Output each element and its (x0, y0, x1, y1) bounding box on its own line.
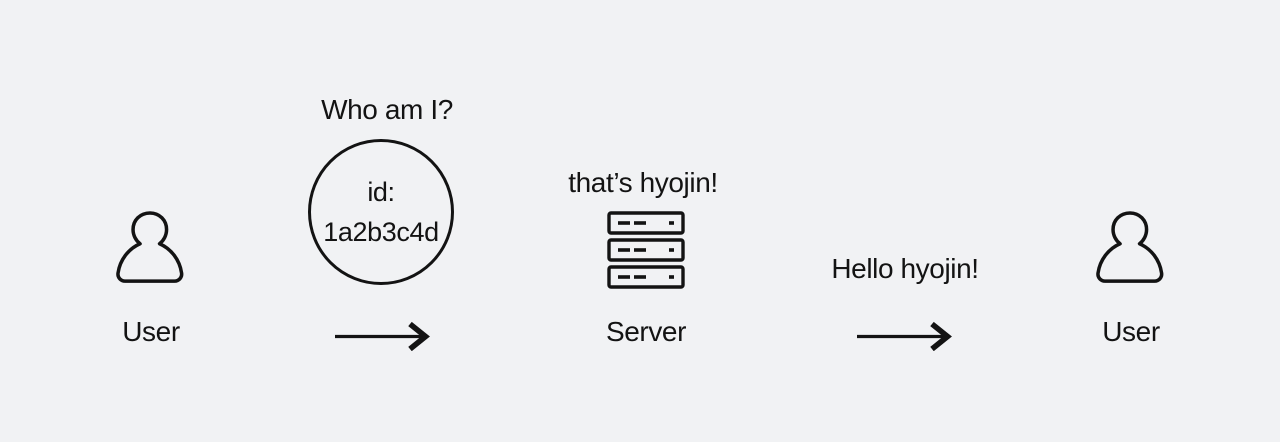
right-user-label: User (1102, 316, 1160, 347)
person-icon (112, 209, 188, 289)
request-caption: Who am I? (321, 94, 453, 125)
right-arrow-icon (334, 321, 432, 351)
server-rack-icon (607, 211, 685, 289)
server-label: Server (605, 316, 687, 347)
right-arrow-icon (856, 321, 954, 351)
server-speech: that’s hyojin! (568, 167, 718, 198)
response-caption: Hello hyojin! (831, 253, 979, 284)
session-id-value: 1a2b3c4d (323, 217, 439, 247)
person-icon (1092, 209, 1168, 289)
session-id-circle: id: 1a2b3c4d (308, 139, 454, 285)
session-id-prefix: id: (367, 177, 395, 207)
left-user-label: User (122, 316, 180, 347)
